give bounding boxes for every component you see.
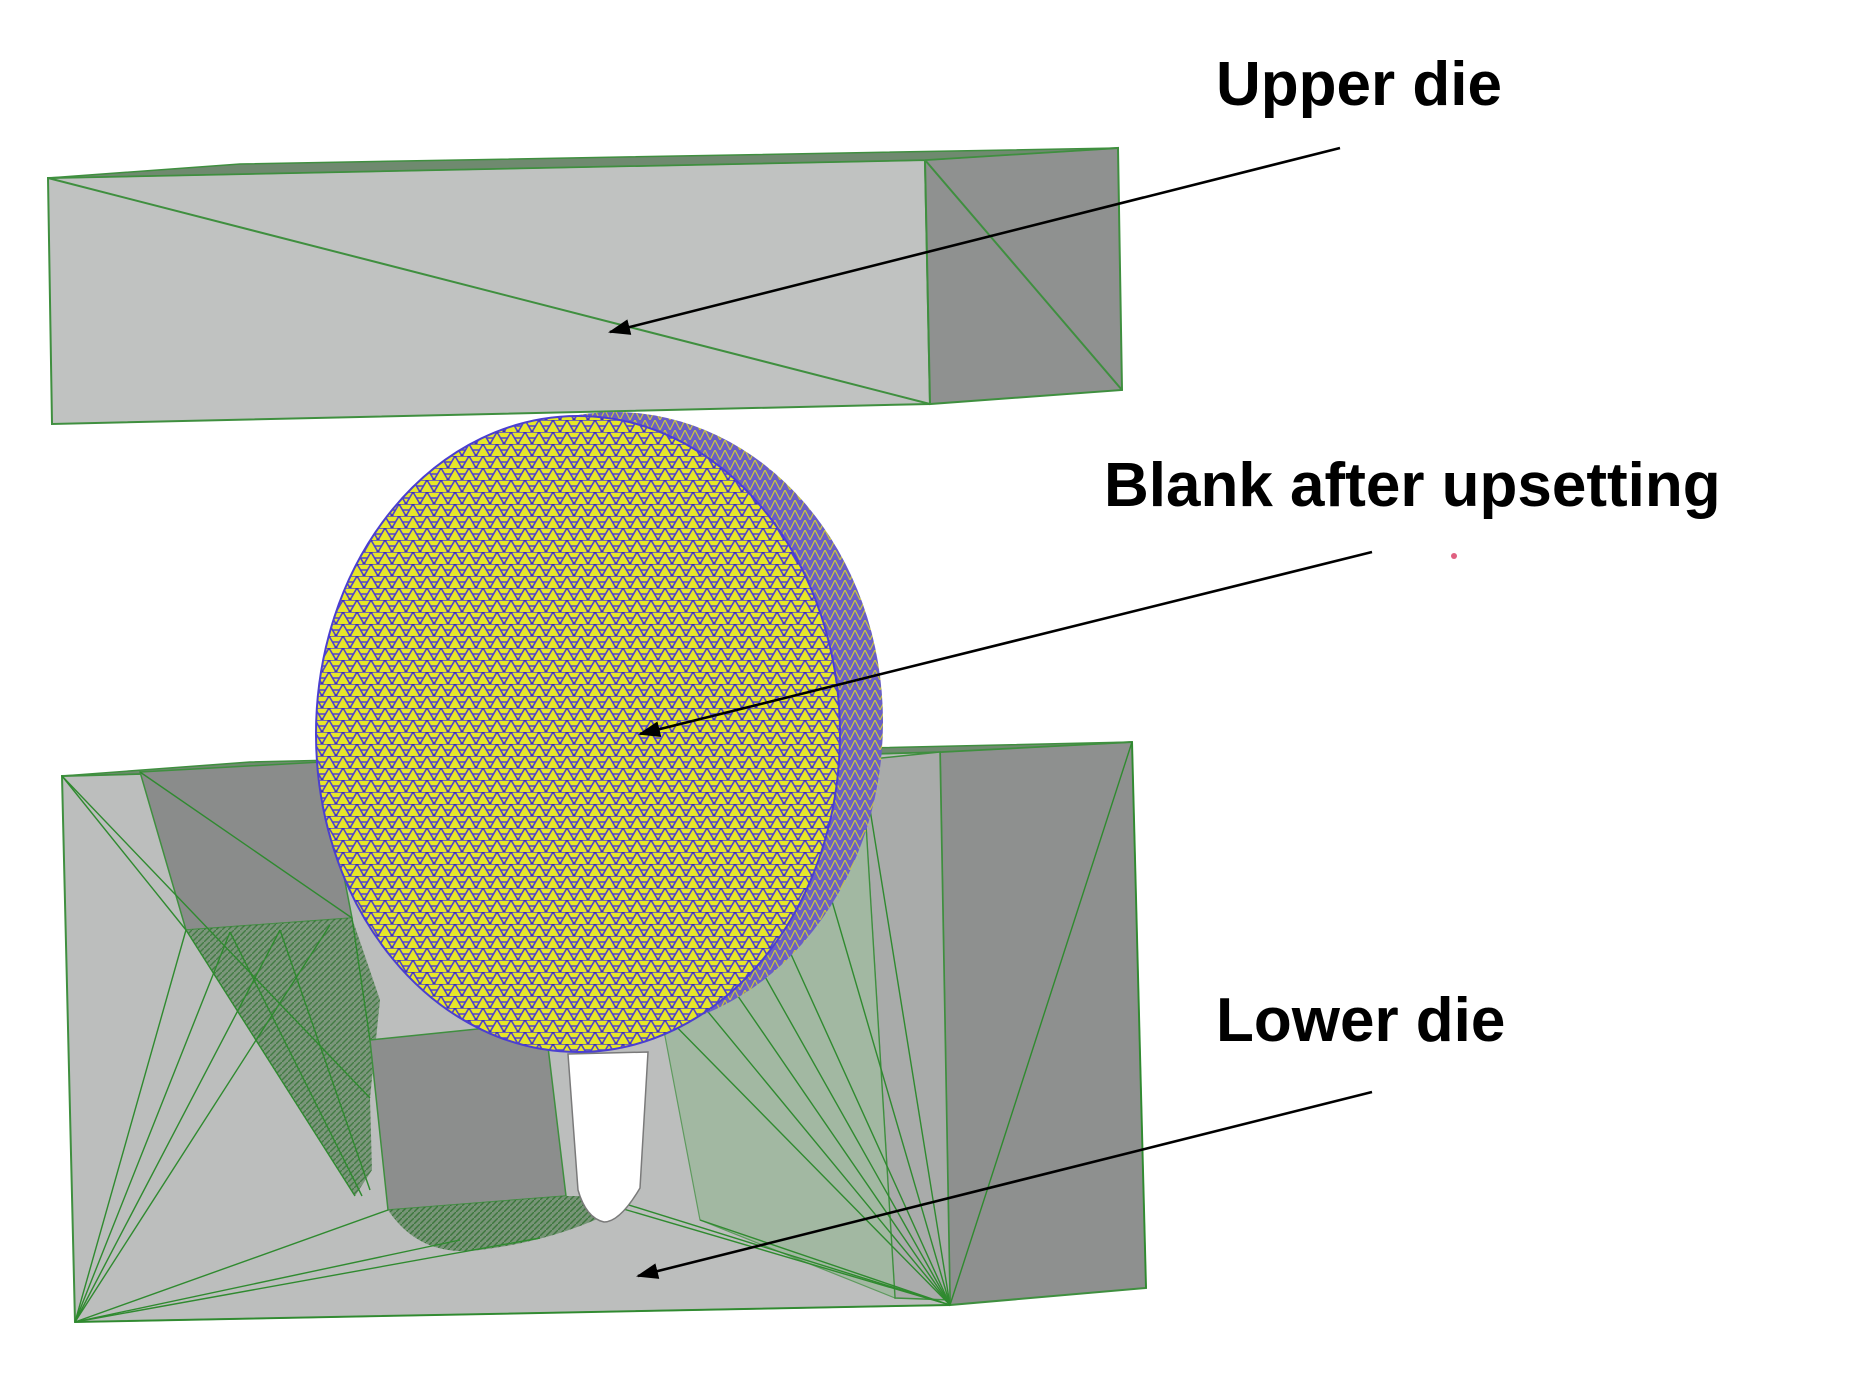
upper-die-top-face: [47, 147, 1119, 179]
blank-front-face: [315, 415, 841, 1053]
blank-label: Blank after upsetting: [1104, 451, 1721, 520]
blank-disc: [315, 412, 883, 1053]
lower-die-cavity-left-slope: [186, 918, 380, 1196]
upper-die-label: Upper die: [1216, 50, 1502, 119]
lower-die-cavity-bottom: [388, 1196, 620, 1252]
lower-die-neck-opening: [567, 1051, 649, 1223]
stray-dot: [1451, 553, 1457, 559]
lower-die-fan-lines-left: [61, 771, 541, 1323]
lower-die-arrow: [636, 1090, 1373, 1279]
upper-die-arrow: [608, 146, 1341, 335]
upper-die-mesh-edge: [924, 159, 1123, 391]
blank-arrow: [638, 550, 1373, 737]
lower-die-fan-lines-right: [74, 741, 1147, 1323]
upper-die-mesh-edge: [47, 177, 931, 405]
lower-die-side-face: [938, 740, 1148, 1307]
callout-arrows: [608, 146, 1373, 1279]
upper-die: [46, 146, 1124, 426]
lower-die-label: Lower die: [1216, 986, 1506, 1055]
